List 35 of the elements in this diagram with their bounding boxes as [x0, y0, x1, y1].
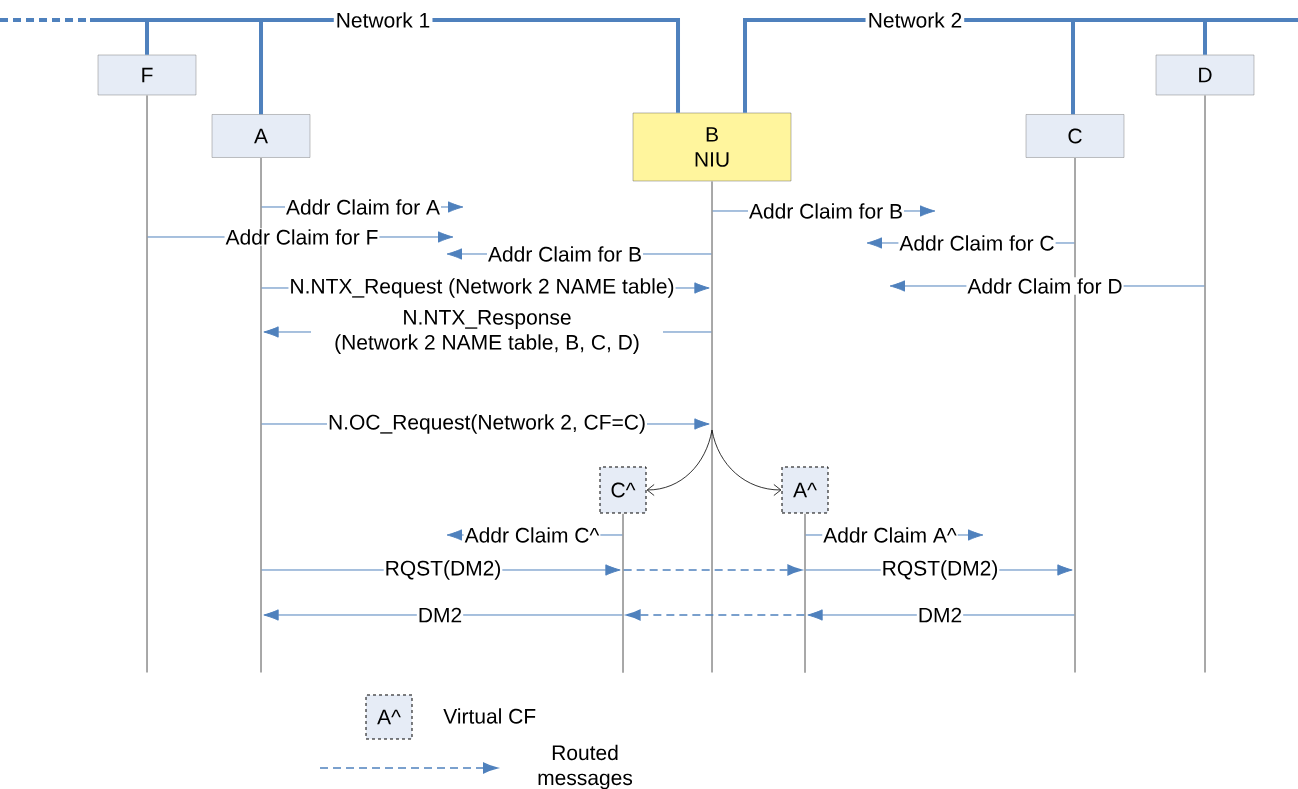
edge-label: DM2 [916, 606, 964, 624]
dashed-arrow [626, 609, 806, 621]
curved-arrow [711, 429, 782, 496]
edge-label: N.OC_Request(Network 2, CF=C) [327, 413, 647, 435]
bus-label: Network 2 [865, 10, 965, 30]
edge-label: Addr Claim for A [285, 198, 442, 216]
bus-line [432, 18, 680, 113]
edge-label: RQST(DM2) [383, 559, 503, 581]
edge-label: Addr Claim C^ [463, 526, 601, 544]
virtual-box: A^ [781, 466, 829, 514]
edge-label: Addr Claim for F [224, 228, 380, 246]
bus-line [259, 18, 334, 115]
virtual-box: C^ [599, 466, 647, 514]
edge-label: Addr Claim for B [748, 202, 905, 220]
edge-label: Addr Claim for B [487, 245, 644, 263]
edge-label: DM2 [416, 606, 464, 624]
process-box: F [97, 54, 197, 96]
dashed-arrow [622, 564, 802, 576]
edge-label: Addr Claim for D [966, 277, 1124, 295]
process-box: A [211, 114, 311, 158]
bus-label: Network 1 [333, 10, 433, 30]
curved-arrow [646, 429, 713, 496]
edge-label: RQST(DM2) [880, 559, 1000, 581]
edge-label: N.NTX_Response (Network 2 NAME table, B, C, D) [311, 309, 663, 355]
process-box: B NIU [632, 112, 792, 182]
bus-line [743, 18, 866, 113]
edge-label: Addr Claim for C [898, 234, 1056, 252]
legend-text: Virtual CF [443, 708, 536, 724]
edge-label: N.NTX_Request (Network 2 NAME table) [288, 277, 676, 299]
bus-line [964, 18, 1207, 55]
legend-text: Routed messages [538, 744, 633, 789]
edge-label: Addr Claim A^ [822, 526, 958, 544]
process-box: D [1155, 54, 1255, 96]
process-box: C [1025, 114, 1125, 158]
arrow [263, 609, 623, 621]
